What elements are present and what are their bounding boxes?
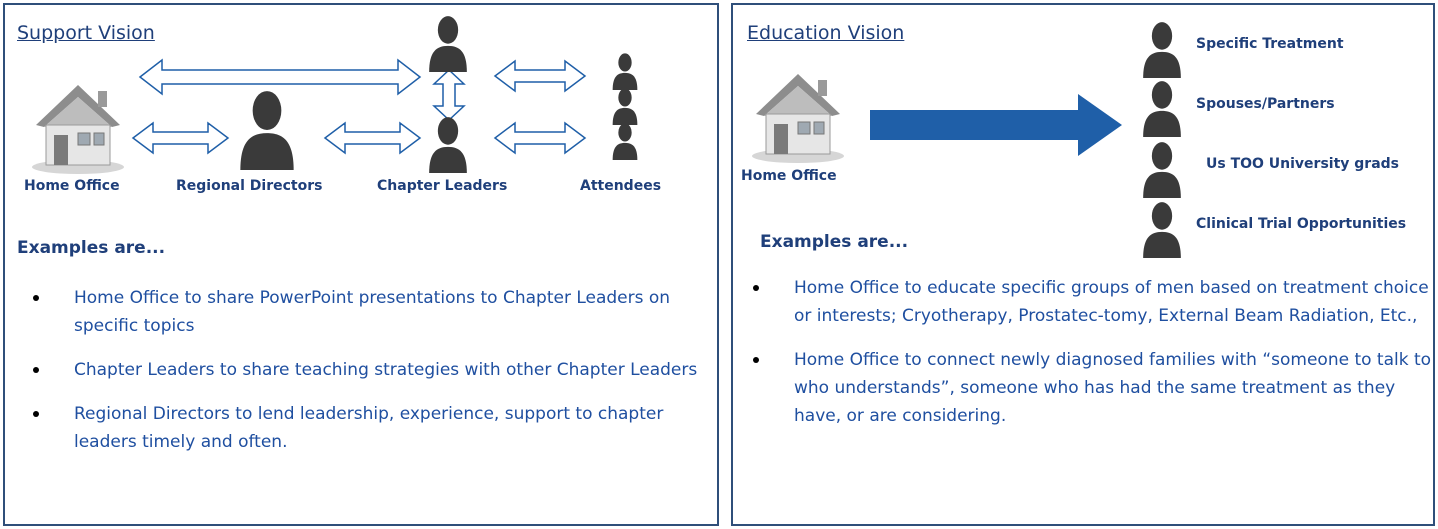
list-item: Regional Directors to lend leadership, e…: [22, 400, 712, 456]
person-icon: [1138, 140, 1186, 198]
double-arrow-icon: [138, 58, 422, 96]
person-icon: [610, 87, 640, 125]
group-label-spouses-partners: Spouses/Partners: [1196, 96, 1335, 112]
double-arrow-icon: [323, 121, 422, 155]
person-icon: [1138, 200, 1186, 258]
group-label-university-grads: Us TOO University grads: [1206, 156, 1400, 172]
group-label-clinical-trials: Clinical Trial Opportunities: [1196, 216, 1407, 232]
support-examples-heading: Examples are...: [17, 238, 166, 258]
bullet-icon: [753, 357, 759, 363]
person-icon: [610, 122, 640, 160]
person-icon: [610, 52, 640, 90]
list-item: Home Office to educate specific groups o…: [742, 274, 1432, 330]
house-icon: [748, 64, 848, 164]
bullet-icon: [33, 411, 39, 417]
group-label-specific-treatment: Specific Treatment: [1196, 36, 1344, 52]
support-vision-panel: [3, 3, 719, 526]
person-icon: [425, 115, 471, 173]
education-vision-title: Education Vision: [747, 22, 905, 44]
bullet-icon: [33, 295, 39, 301]
double-arrow-icon: [493, 59, 587, 93]
big-arrow-icon: [870, 94, 1122, 156]
education-examples-heading: Examples are...: [760, 232, 909, 252]
person-icon: [1138, 20, 1186, 78]
double-arrow-icon: [131, 121, 230, 155]
regional-directors-label: Regional Directors: [176, 178, 323, 194]
double-arrow-icon: [493, 121, 587, 155]
list-item: Chapter Leaders to share teaching strate…: [22, 356, 712, 384]
double-arrow-icon: [432, 68, 466, 122]
home-office-label: Home Office: [24, 178, 120, 194]
list-item: Home Office to share PowerPoint presenta…: [22, 284, 712, 340]
person-icon: [1138, 79, 1186, 137]
support-vision-title: Support Vision: [17, 22, 155, 44]
education-bullet-list: Home Office to educate specific groups o…: [742, 274, 1432, 430]
house-icon: [28, 75, 128, 175]
support-bullet-list: Home Office to share PowerPoint presenta…: [22, 284, 712, 456]
education-vision-panel: [731, 3, 1435, 526]
bullet-icon: [753, 285, 759, 291]
person-icon: [425, 14, 471, 72]
bullet-icon: [33, 367, 39, 373]
person-icon: [236, 88, 298, 170]
list-item: Home Office to connect newly diagnosed f…: [742, 346, 1432, 430]
home-office-label: Home Office: [741, 168, 837, 184]
attendees-label: Attendees: [580, 178, 662, 194]
chapter-leaders-label: Chapter Leaders: [377, 178, 508, 194]
